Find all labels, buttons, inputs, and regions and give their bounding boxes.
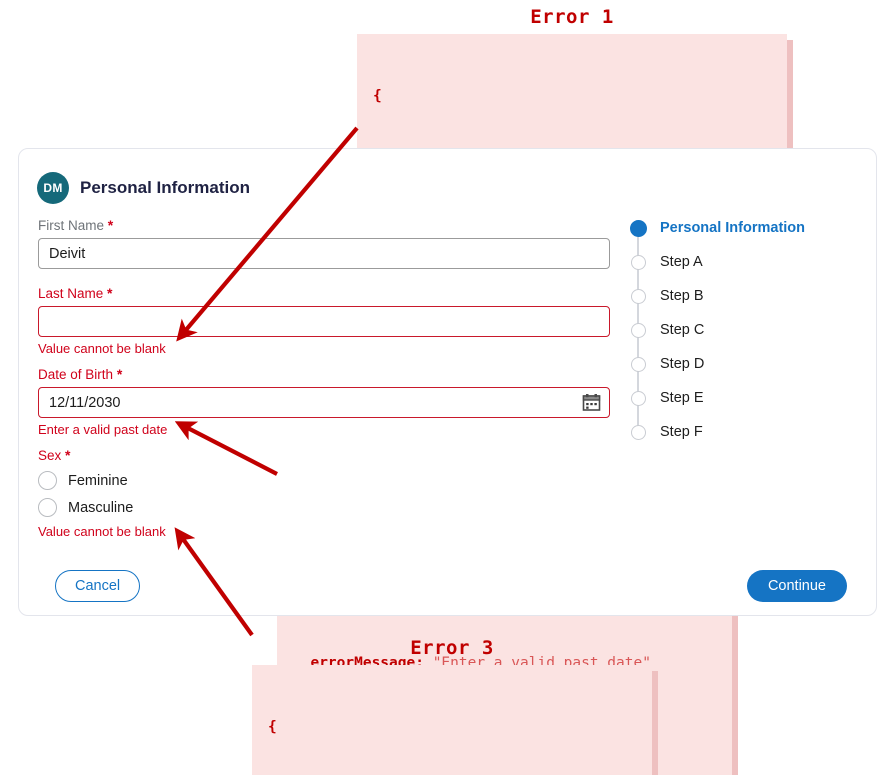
sex-error-message: Value cannot be blank [38, 524, 166, 539]
date-of-birth-input[interactable] [38, 387, 610, 418]
error-annotation-3: Error 3 { element: <input ... name="Sex"… [252, 637, 652, 775]
stepper-item-step-b[interactable]: Step B [622, 279, 862, 330]
step-circle-icon [630, 254, 646, 270]
avatar: DM [37, 172, 69, 204]
continue-button[interactable]: Continue [746, 570, 847, 602]
step-circle-icon [629, 219, 647, 237]
field-last-name: Last Name * Value cannot be blank [38, 285, 610, 356]
step-circle-icon [630, 322, 646, 338]
step-marker [622, 288, 654, 330]
step-circle-icon [630, 356, 646, 372]
stepper-item-step-a[interactable]: Step A [622, 245, 862, 296]
radio-circle-icon[interactable] [38, 498, 57, 517]
step-marker [622, 390, 654, 432]
stepper-item-step-c[interactable]: Step C [622, 313, 862, 364]
step-circle-icon [630, 288, 646, 304]
step-marker [622, 356, 654, 398]
step-marker [622, 322, 654, 364]
stepper-item-step-f[interactable]: Step F [622, 415, 862, 449]
cancel-button[interactable]: Cancel [55, 570, 141, 602]
spacer [38, 271, 610, 285]
step-connector-line [637, 330, 639, 364]
date-input-wrapper [38, 387, 610, 418]
sex-label: Sex * [38, 447, 71, 463]
radio-option-masculine[interactable]: Masculine [38, 498, 610, 517]
step-marker [622, 219, 654, 262]
step-marker [622, 424, 654, 440]
stepper-label: Step B [660, 288, 704, 304]
last-name-input[interactable] [38, 306, 610, 337]
stepper-item-step-e[interactable]: Step E [622, 381, 862, 432]
step-circle-icon [630, 390, 646, 406]
error-1-line-open: { [373, 88, 382, 104]
progress-stepper: Personal Information Step A Step B [622, 211, 862, 449]
step-marker [622, 254, 654, 296]
radio-label-feminine: Feminine [68, 472, 128, 489]
date-of-birth-error-message: Enter a valid past date [38, 422, 168, 437]
step-connector-line [637, 364, 639, 398]
radio-circle-icon[interactable] [38, 471, 57, 490]
required-asterisk: * [65, 447, 71, 463]
error-3-line-open: { [268, 719, 277, 735]
stepper-item-personal-information[interactable]: Personal Information [622, 211, 862, 262]
field-date-of-birth: Date of Birth * [38, 366, 610, 437]
radio-label-masculine: Masculine [68, 499, 134, 516]
stepper-label: Step C [660, 322, 705, 338]
radio-option-feminine[interactable]: Feminine [38, 471, 610, 490]
step-connector-line [637, 398, 639, 432]
first-name-label: First Name * [38, 217, 114, 233]
last-name-error-message: Value cannot be blank [38, 341, 166, 356]
stepper-item-step-d[interactable]: Step D [622, 347, 862, 398]
field-sex: Sex * Feminine Masculine Value cannot be… [38, 447, 610, 539]
last-name-label: Last Name * [38, 285, 113, 301]
first-name-input[interactable] [38, 238, 610, 269]
required-asterisk: * [107, 217, 114, 233]
stepper-label: Personal Information [660, 220, 806, 236]
step-connector-line [637, 296, 639, 330]
field-first-name: First Name * [38, 217, 610, 269]
error-3-title: Error 3 [410, 637, 494, 659]
date-of-birth-label: Date of Birth * [38, 366, 123, 382]
step-circle-icon [630, 424, 646, 440]
required-asterisk: * [107, 285, 113, 301]
calendar-icon[interactable] [581, 392, 602, 413]
error-3-box: { element: <input ... name="Sex" ...> er… [252, 665, 652, 775]
card-header: DM Personal Information [37, 172, 250, 204]
personal-information-card: DM Personal Information First Name * Las… [18, 148, 877, 616]
page-title: Personal Information [80, 178, 251, 197]
stepper-label: Step E [660, 390, 704, 406]
step-connector-line [637, 228, 639, 262]
error-1-title: Error 1 [530, 6, 614, 28]
stepper-label: Step D [660, 356, 705, 372]
stepper-label: Step F [660, 424, 703, 440]
stepper-label: Step A [660, 254, 703, 270]
step-connector-line [637, 262, 639, 296]
required-asterisk: * [116, 366, 123, 382]
personal-information-form: First Name * Last Name * Value cannot be… [38, 217, 610, 549]
